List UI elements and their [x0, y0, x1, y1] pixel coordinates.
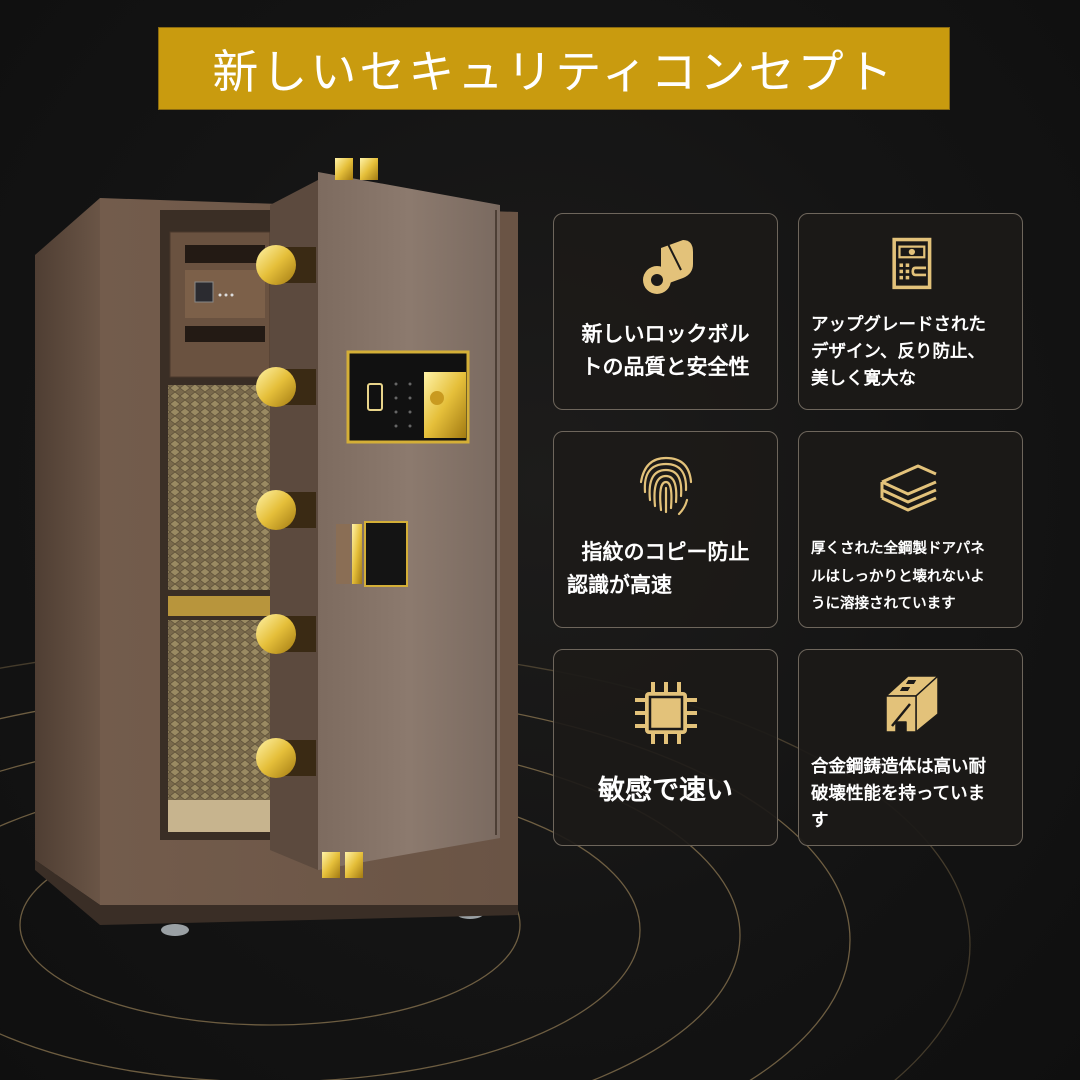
layered-steel-icon — [880, 464, 937, 512]
feature-line: 認識が高速 — [567, 572, 672, 597]
feature-line: 美しく寛大な — [811, 369, 916, 390]
feature-text: アップグレードされた デザイン、反り防止、 美しく寛大な — [799, 312, 1022, 393]
feature-text: 厚くされた全鋼製ドアパネ ルはしっかりと壊れないよ うに溶接されています — [799, 536, 1022, 619]
feature-line: デザイン、反り防止、 — [811, 342, 985, 363]
feature-line: 指紋のコピー防止 — [581, 540, 750, 564]
feature-card-alloy: 合金鋼鋳造体は高い耐 破壊性能を持っていま す — [798, 649, 1023, 846]
safe-image — [35, 158, 518, 936]
fingerprint-icon — [639, 456, 692, 516]
feature-text: 新しいロックボル トの品質と安全性 — [554, 318, 777, 383]
feature-card-lock-bolt: 新しいロックボル トの品質と安全性 — [553, 213, 778, 410]
feature-line: うに溶接されています — [811, 596, 956, 613]
feature-text: 合金鋼鋳造体は高い耐 破壊性能を持っていま す — [799, 754, 1022, 835]
page-title: 新しいセキュリティコンセプト — [212, 44, 896, 99]
safe-panel-icon — [891, 237, 931, 290]
title-banner: 新しいセキュリティコンセプト — [158, 27, 950, 110]
feature-text: 指紋のコピー防止 認識が高速 — [554, 536, 777, 601]
feature-line: ルはしっかりと壊れないよ — [811, 568, 985, 585]
feature-line: 厚くされた全鋼製ドアパネ — [811, 541, 985, 557]
feature-line: 合金鋼鋳造体は高い耐 — [811, 757, 986, 777]
feature-card-fingerprint: 指紋のコピー防止 認識が高速 — [553, 431, 778, 628]
feature-card-steel-panel: 厚くされた全鋼製ドアパネ ルはしっかりと壊れないよ うに溶接されています — [798, 431, 1023, 628]
lock-bolt-icon — [642, 240, 693, 294]
feature-card-chip: 敏感で速い — [553, 649, 778, 846]
feature-line: 敏感で速い — [598, 775, 733, 806]
feature-line: 新しいロックボル — [581, 322, 750, 346]
feature-card-design: アップグレードされた デザイン、反り防止、 美しく寛大な — [798, 213, 1023, 410]
feature-line: す — [811, 811, 829, 832]
alloy-block-icon — [884, 675, 939, 733]
lock-bolts — [256, 245, 316, 778]
feature-text: 敏感で速い — [554, 770, 777, 812]
feature-line: 破壊性能を持っていま — [811, 784, 986, 805]
feature-line: トの品質と安全性 — [581, 354, 750, 379]
chip-icon — [634, 682, 697, 744]
feature-line: アップグレードされた — [811, 315, 986, 335]
